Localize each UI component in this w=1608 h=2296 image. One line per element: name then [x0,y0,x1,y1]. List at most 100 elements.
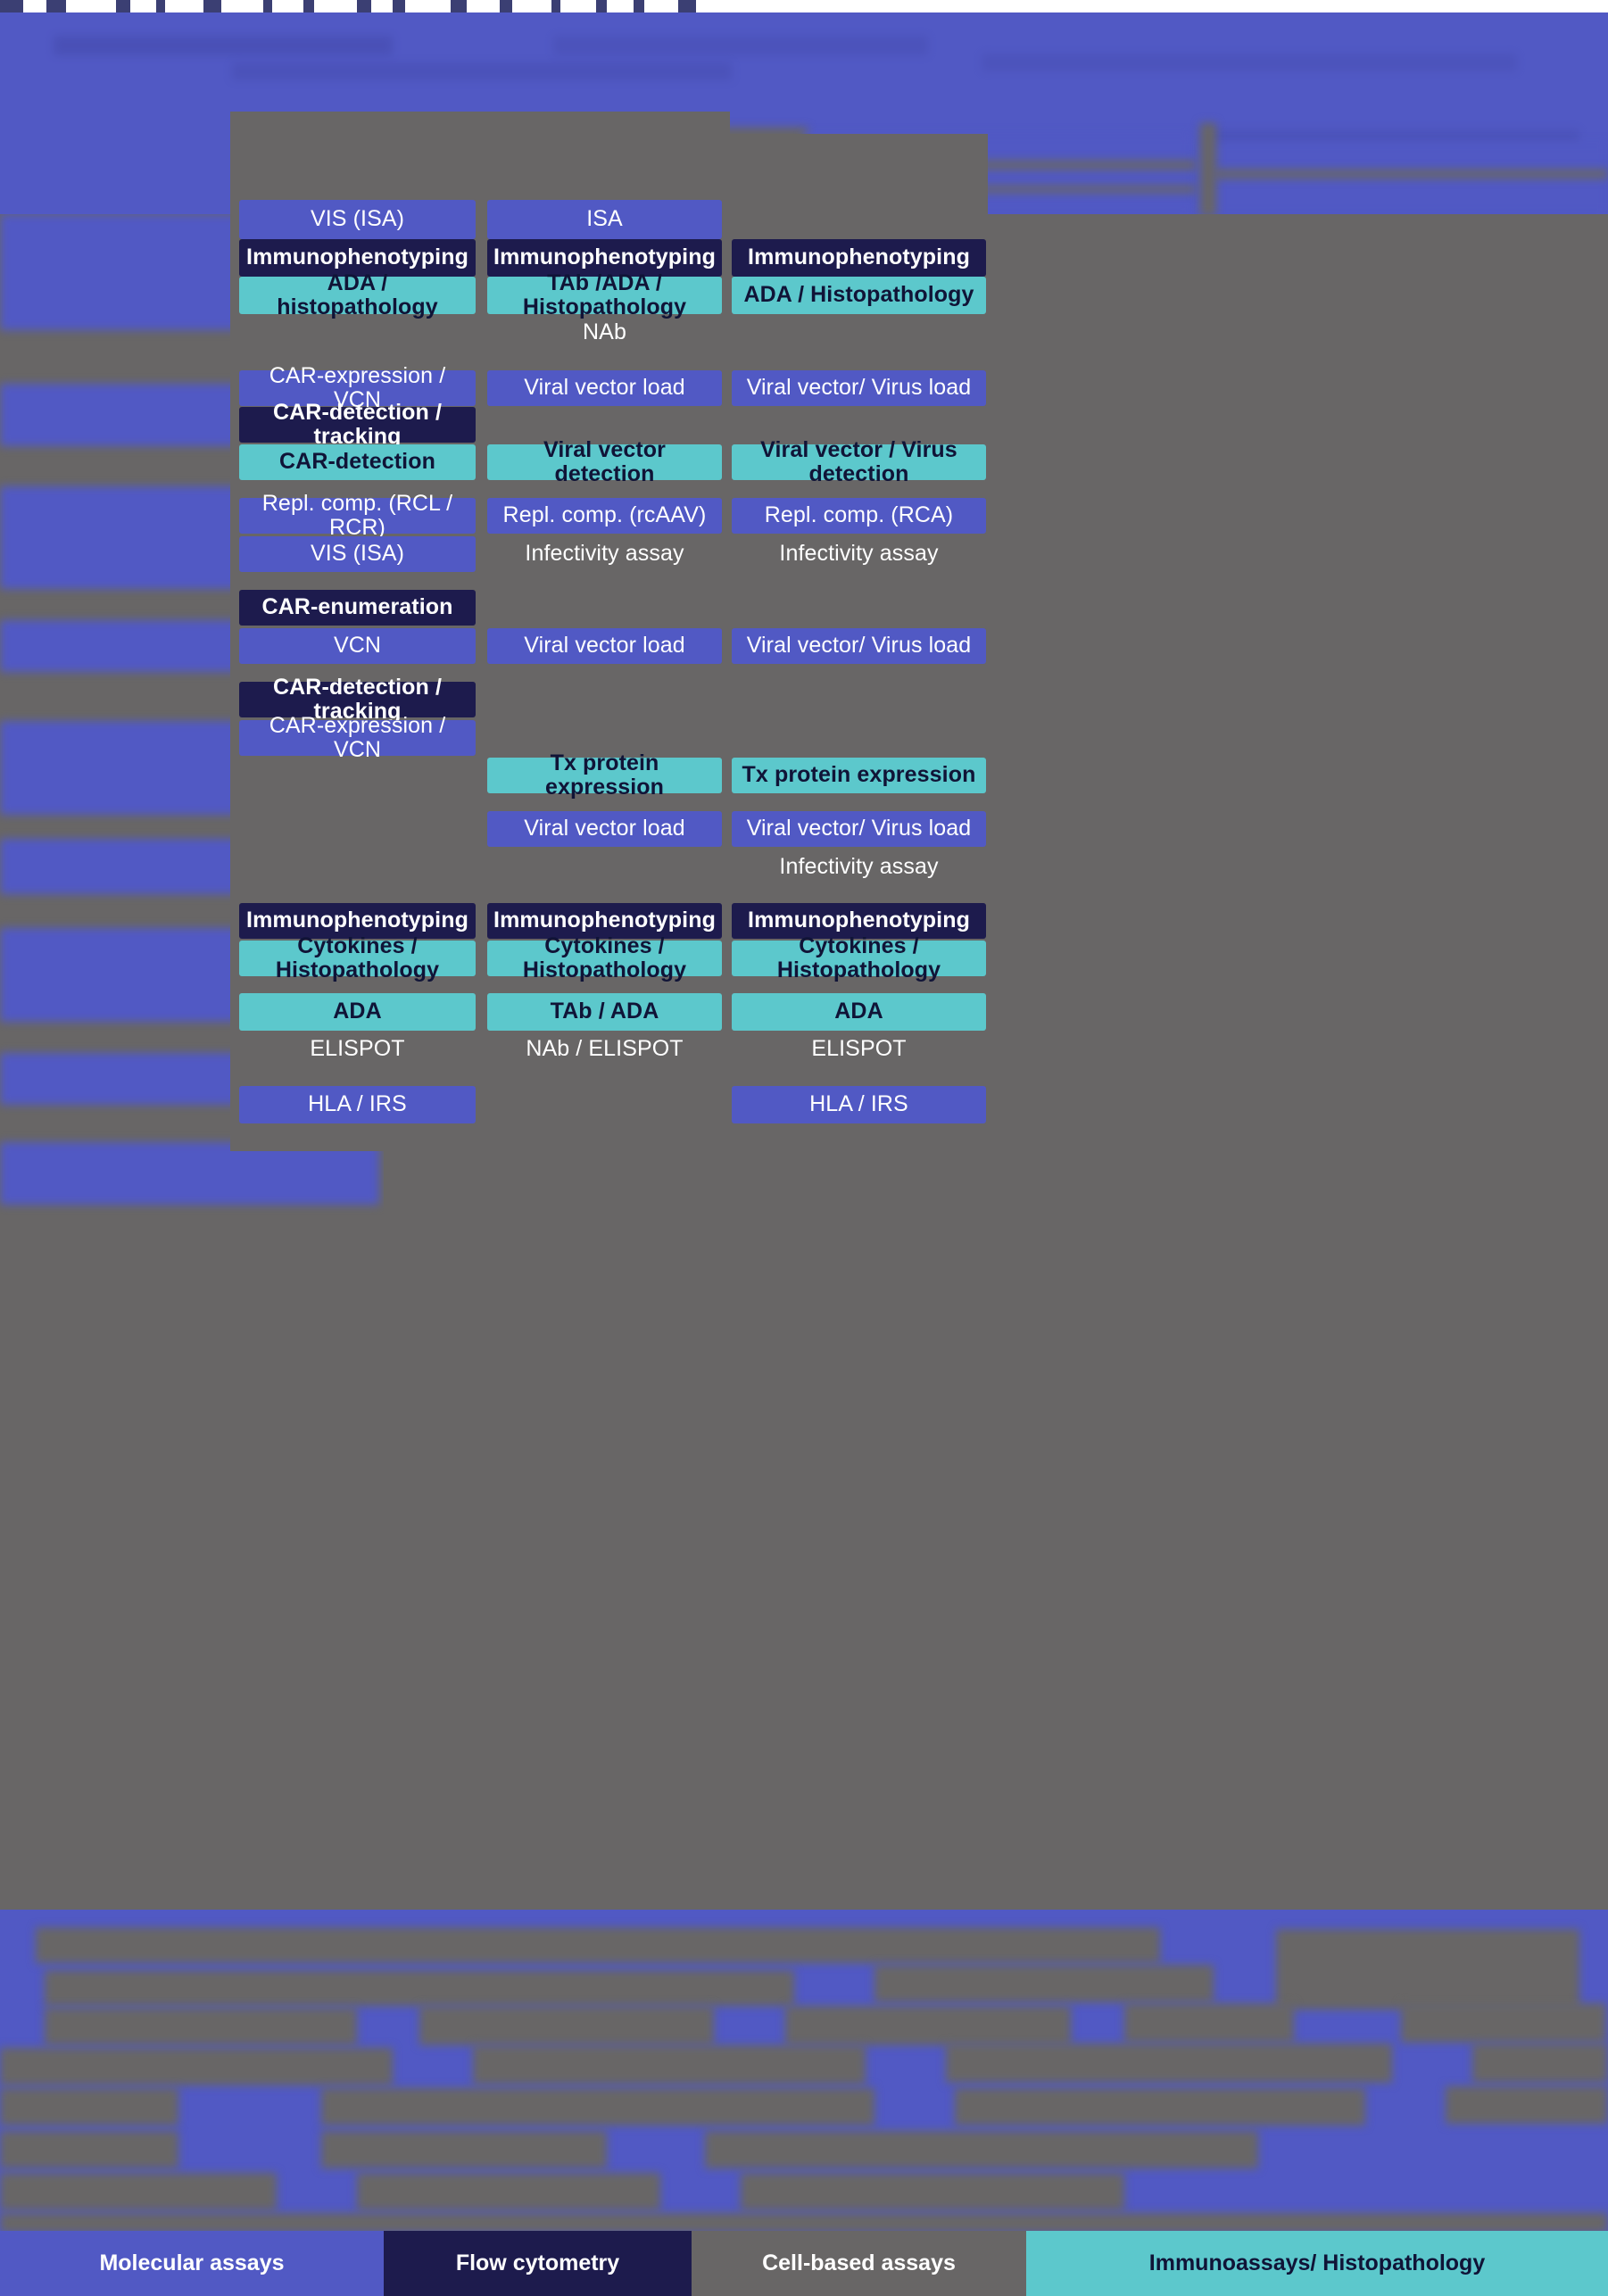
assay-cell: CAR-expression / VCN [239,713,476,762]
header-notch [596,0,607,12]
assay-cell: TAb /ADA / Histopathology [487,270,722,319]
assay-cell: Immunophenotyping [732,903,986,939]
assay-cell: Cytokines / Histopathology [732,933,986,982]
assay-cell: VCN [239,628,476,664]
assay-cell: Repl. comp. (RCA) [732,498,986,534]
blurred-caption-line [321,2131,607,2168]
header-notch [357,0,371,12]
assay-cell: Infectivity assay [779,541,939,567]
blurred-caption-line [0,2088,178,2126]
column-header-divider [803,186,1196,193]
blurred-caption-line [0,2173,277,2210]
assay-cell: ADA [239,993,476,1031]
assay-cell: Viral vector / Virus detection [732,437,986,486]
header-notch [451,0,467,12]
blurred-caption-line [0,2131,178,2168]
header-notch [263,0,272,12]
assay-cell: VIS (ISA) [239,200,476,239]
header-notch [634,0,644,12]
legend-item-molecular: Molecular assays [0,2231,384,2296]
assay-cell: Cytokines / Histopathology [239,933,476,982]
assay-cell: ELISPOT [310,1036,405,1062]
blurred-title-line [1205,129,1579,145]
assay-cell: TAb / ADA [487,993,722,1031]
blurred-caption-line [357,2173,660,2210]
blurred-caption-line [419,2006,714,2045]
assay-cell: Infectivity assay [779,854,939,880]
assay-cell: ADA / Histopathology [732,277,986,314]
header-notch [678,0,696,12]
column-header-divider [803,161,1196,170]
assay-cell: NAb / ELISPOT [526,1036,684,1062]
assay-cell: NAb [583,319,626,345]
blurred-caption-line [874,1965,1214,2002]
assay-cell: Viral vector/ Virus load [732,628,986,664]
assay-cell: ADA [732,993,986,1031]
assay-cell: HLA / IRS [239,1086,476,1123]
blurred-caption-line [1472,2043,1608,2083]
blurred-caption-line [741,2173,1124,2210]
assay-cell: Tx protein expression [487,750,722,800]
blurred-title-line [982,54,1517,71]
assay-cell: CAR-enumeration [239,590,476,626]
blurred-caption-line [785,2006,1071,2045]
blurred-caption-line [0,2213,1608,2231]
assay-cell: Immunophenotyping [239,903,476,939]
header-notch [303,0,314,12]
assay-cell: CAR-detection / tracking [239,675,476,724]
blurred-caption-line [1401,2003,1606,2043]
header-white-strip [0,0,1608,12]
blurred-caption-line [1124,2003,1294,2043]
assay-cell: Infectivity assay [525,541,684,567]
assay-cell: Viral vector/ Virus load [732,811,986,847]
assay-cell: ISA [487,200,722,239]
blurred-caption-line [36,1927,1160,1963]
assay-cell: CAR-detection / tracking [239,400,476,449]
assay-cell: CAR-detection [239,444,476,480]
header-notch [46,0,66,12]
header-notch [0,0,23,12]
assay-cell: Cytokines / Histopathology [487,933,722,982]
header-notch [500,0,512,12]
assay-cell: VIS (ISA) [239,536,476,572]
column-header-divider [1214,170,1608,178]
assay-cell: Repl. comp. (RCL / RCR) [239,491,476,540]
header-notch [116,0,130,12]
blurred-caption-line [946,2043,1392,2083]
blurred-caption-line [473,2045,866,2085]
blurred-caption-line [955,2088,1365,2126]
legend-item-cellbased: Cell-based assays [692,2231,1026,2296]
assay-cell: Immunophenotyping [239,239,476,277]
assay-cell: Tx protein expression [732,758,986,793]
blurred-caption-region [0,1910,1608,2231]
blurred-caption-line [45,1970,794,2006]
assay-cell: Viral vector load [487,628,722,664]
header-notch [393,0,405,12]
blurred-caption-line [1446,2086,1608,2124]
blurred-caption-line [1276,1929,1579,2010]
assay-cell: Viral vector/ Virus load [732,370,986,406]
blurred-title-line [54,36,393,55]
assay-cell: Repl. comp. (rcAAV) [487,498,722,534]
legend-item-flow: Flow cytometry [384,2231,692,2296]
blurred-caption-line [321,2088,874,2126]
header-notch [203,0,221,12]
assay-cell: Immunophenotyping [487,239,722,277]
blurred-row-label [0,1142,379,1205]
header-notch [551,0,560,12]
column-header-divider [1200,123,1216,214]
assay-cell: Immunophenotyping [487,903,722,939]
assay-cell: Immunophenotyping [732,239,986,277]
assay-cell: Viral vector load [487,370,722,406]
blurred-caption-line [705,2131,1258,2168]
legend-item-immuno: Immunoassays/ Histopathology [1026,2231,1608,2296]
blurred-caption-line [0,2048,393,2085]
assay-cell: HLA / IRS [732,1086,986,1123]
header-notch [156,0,165,12]
blurred-title-line [232,62,732,80]
assay-cell: Viral vector load [487,811,722,847]
blurred-column-header [1205,143,1608,214]
blurred-caption-line [45,2008,357,2045]
